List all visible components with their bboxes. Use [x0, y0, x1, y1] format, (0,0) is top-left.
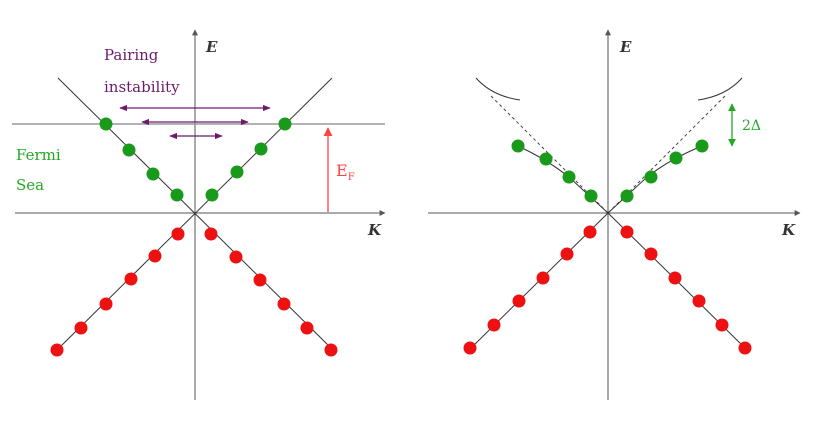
red-dot [583, 225, 597, 239]
upper-branch-left [475, 77, 521, 101]
red-dot [644, 247, 658, 261]
green-dot [278, 117, 292, 131]
red-dot [171, 227, 185, 241]
red-dot [487, 318, 501, 332]
green-dot [146, 167, 160, 181]
green-dot [170, 188, 184, 202]
green-dot [205, 188, 219, 202]
red-dot [148, 249, 162, 263]
green-dot [511, 139, 525, 153]
left-red-dots [50, 227, 338, 357]
red-dot [512, 294, 526, 308]
right-green-dots [511, 139, 709, 203]
left-green-dots [99, 117, 292, 202]
green-dot [695, 139, 709, 153]
red-dot [463, 341, 477, 355]
red-dot [253, 273, 267, 287]
red-dot [300, 321, 314, 335]
gap-label: 2Δ [742, 118, 761, 134]
green-dot [539, 152, 553, 166]
red-dot [50, 343, 64, 357]
red-dot [692, 294, 706, 308]
ef-label: EF [336, 161, 355, 183]
green-dot [669, 151, 683, 165]
left-e-axis-label: E [205, 38, 218, 56]
ef-label-sub: F [348, 172, 355, 183]
red-dot [738, 341, 752, 355]
left-k-axis-label: K [367, 221, 382, 239]
green-dot [562, 170, 576, 184]
fermi-label-line1: Fermi [16, 146, 61, 164]
green-dot [230, 165, 244, 179]
red-dot [715, 318, 729, 332]
red-dot [536, 271, 550, 285]
right-red-dots [463, 225, 752, 355]
upper-branch-right [697, 77, 743, 101]
red-dot [229, 250, 243, 264]
left-panel: E K [12, 29, 386, 400]
red-dot [668, 271, 682, 285]
green-dot [254, 142, 268, 156]
pairing-label-line1: Pairing [104, 46, 159, 64]
red-dot [324, 343, 338, 357]
red-dot [560, 247, 574, 261]
pairing-arrows [119, 104, 271, 140]
pairing-label-line2: instability [104, 78, 180, 96]
green-dot [644, 170, 658, 184]
ef-label-main: E [336, 161, 348, 180]
red-dot [99, 297, 113, 311]
red-dot [620, 225, 634, 239]
green-dot [620, 189, 634, 203]
green-dot [122, 143, 136, 157]
right-panel: E K [428, 29, 801, 400]
green-dot [99, 117, 113, 131]
red-dot [74, 321, 88, 335]
right-e-axis-label: E [619, 38, 632, 56]
red-dot [204, 227, 218, 241]
right-k-axis-label: K [781, 221, 796, 239]
red-dot [277, 297, 291, 311]
fermi-label-line2: Sea [16, 176, 44, 194]
green-dot [584, 189, 598, 203]
red-dot [124, 272, 138, 286]
